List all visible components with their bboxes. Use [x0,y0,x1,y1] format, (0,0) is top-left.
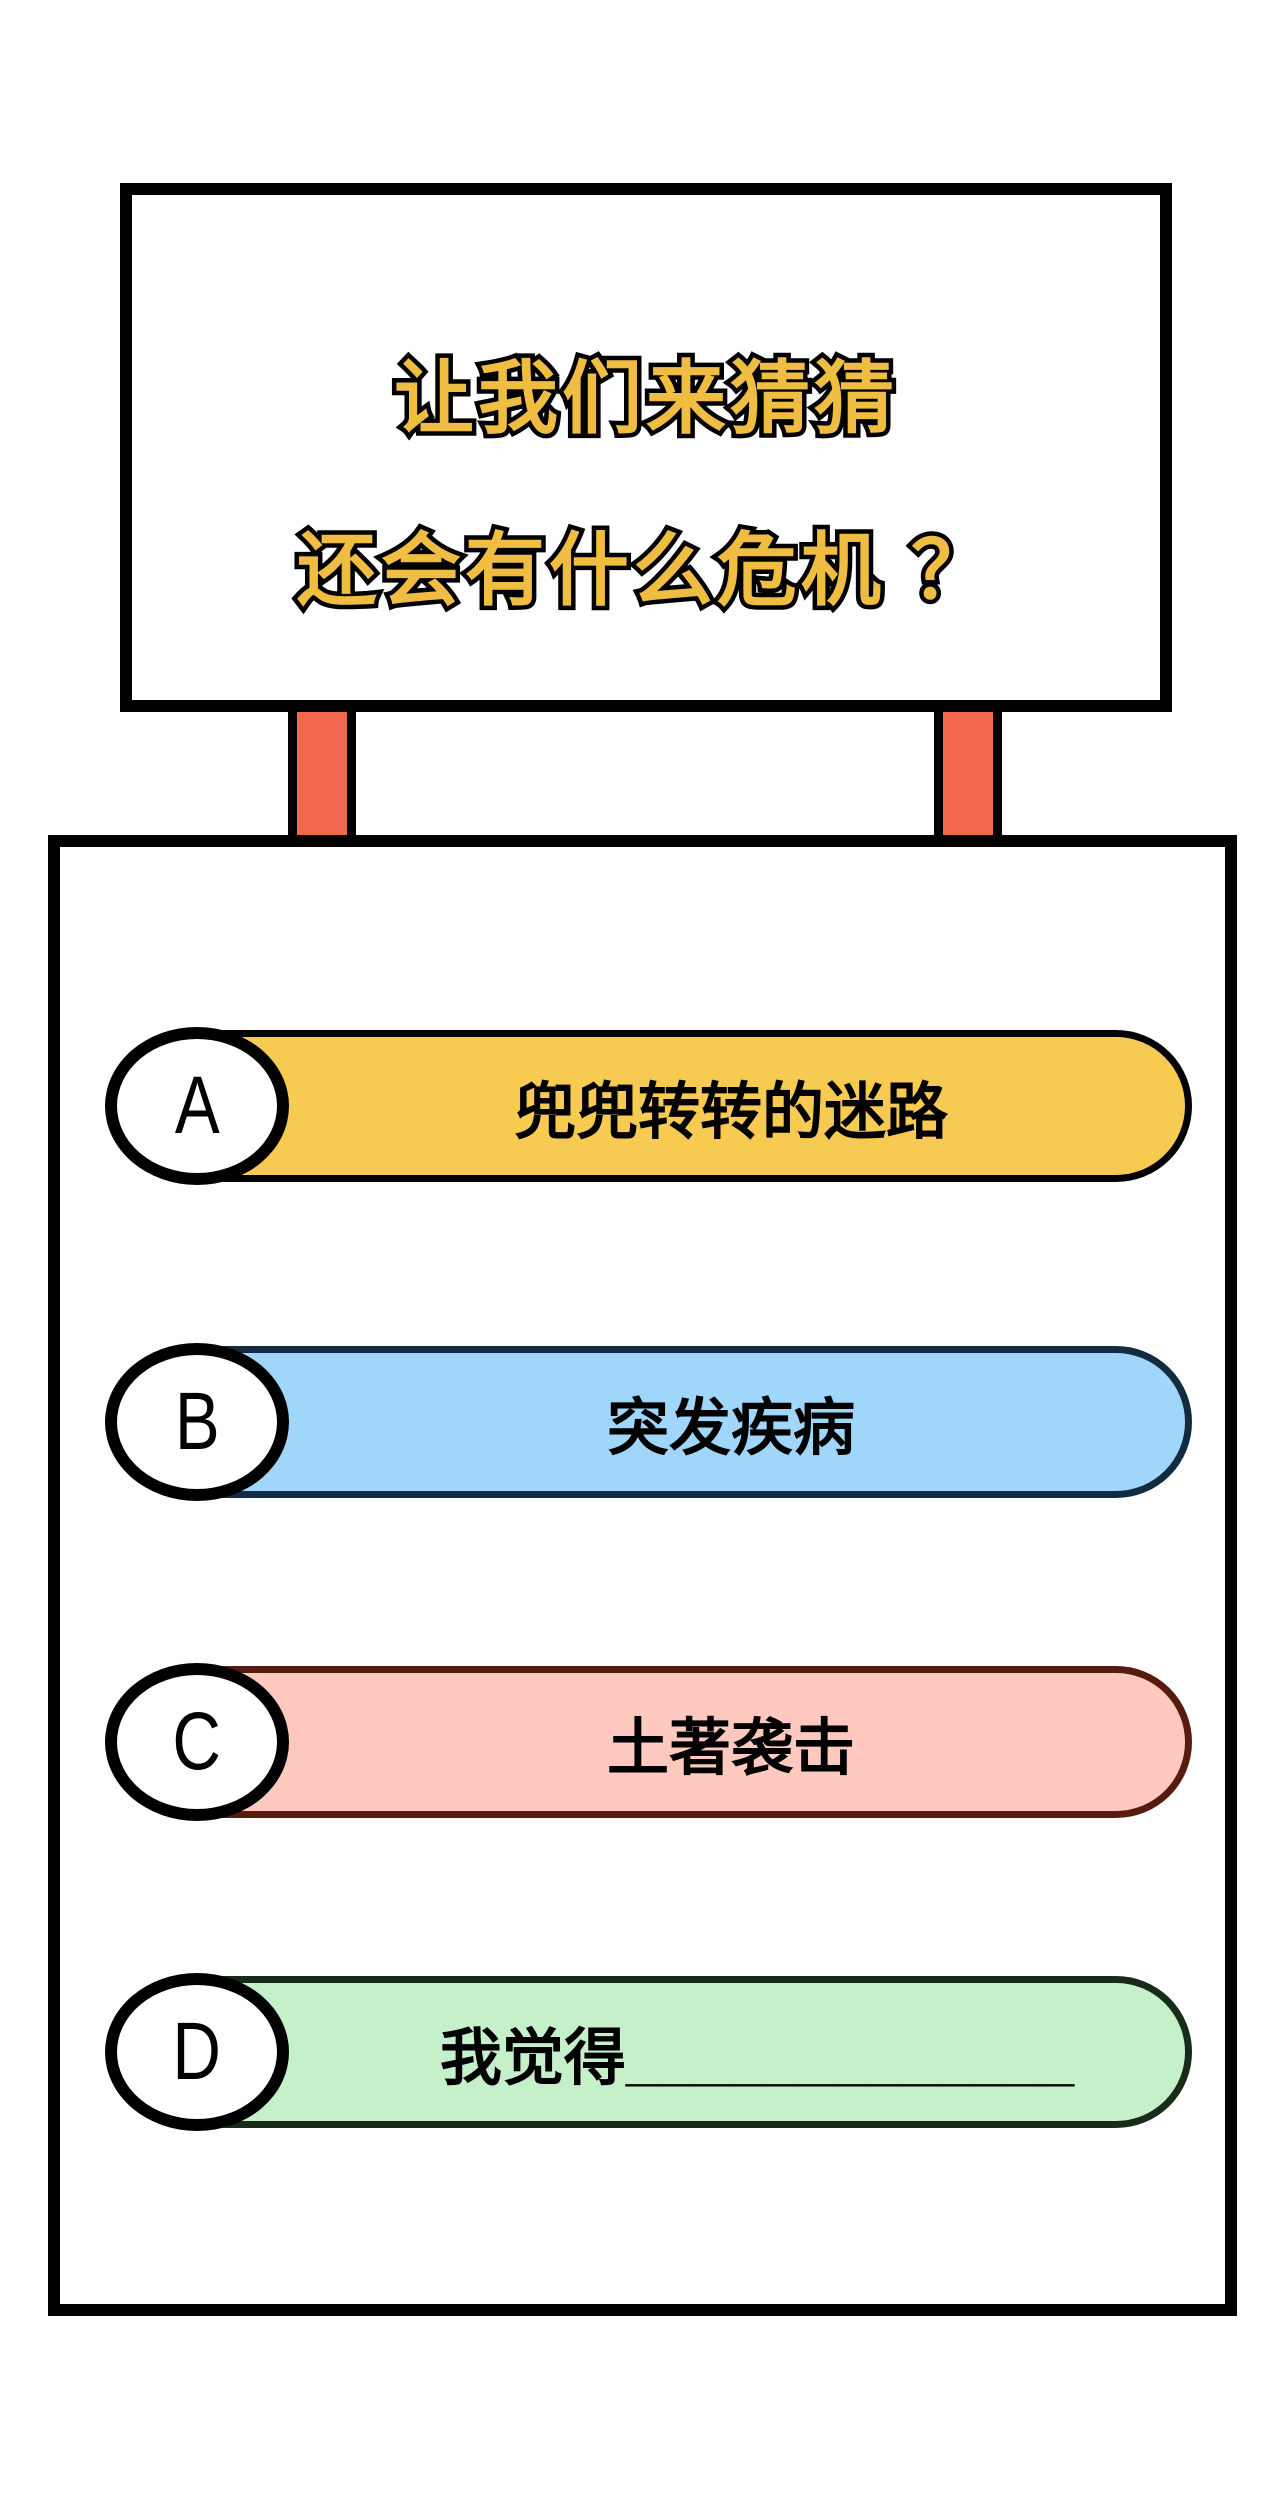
option-a-badge: A [105,1027,289,1185]
option-c[interactable]: C 土著袭击 [105,1663,1192,1821]
option-b-label: 突发疾病 [606,1394,855,1463]
option-b-badge: B [105,1343,289,1501]
sign-board: 让我们来猜猜 还会有什么危机 ？ [120,183,1172,712]
sign-post-left [288,700,356,846]
sign-title: 让我们来猜猜 还会有什么危机 ？ [132,195,1160,657]
option-d-label: 我觉得_____________ [439,2024,1075,2093]
sign-post-right [934,700,1002,846]
option-a-label: 兜兜转转的迷路 [513,1078,948,1147]
option-a[interactable]: A 兜兜转转的迷路 [105,1027,1192,1185]
sign-title-line1: 让我们来猜猜 [390,350,899,448]
options-panel: A 兜兜转转的迷路 B 突发疾病 C 土著袭击 D 我觉得___________… [48,835,1237,2316]
sign-title-line2: 还会有什么危机 ？ [292,522,996,620]
option-c-label: 土著袭击 [606,1714,855,1783]
option-a-letter: A [174,1060,220,1151]
option-c-badge: C [105,1663,289,1821]
option-d-badge: D [105,1973,289,2131]
option-b-letter: B [174,1376,220,1467]
option-c-letter: C [172,1696,222,1787]
option-d-letter: D [172,2006,222,2097]
option-d[interactable]: D 我觉得_____________ [105,1973,1192,2131]
option-b[interactable]: B 突发疾病 [105,1343,1192,1501]
